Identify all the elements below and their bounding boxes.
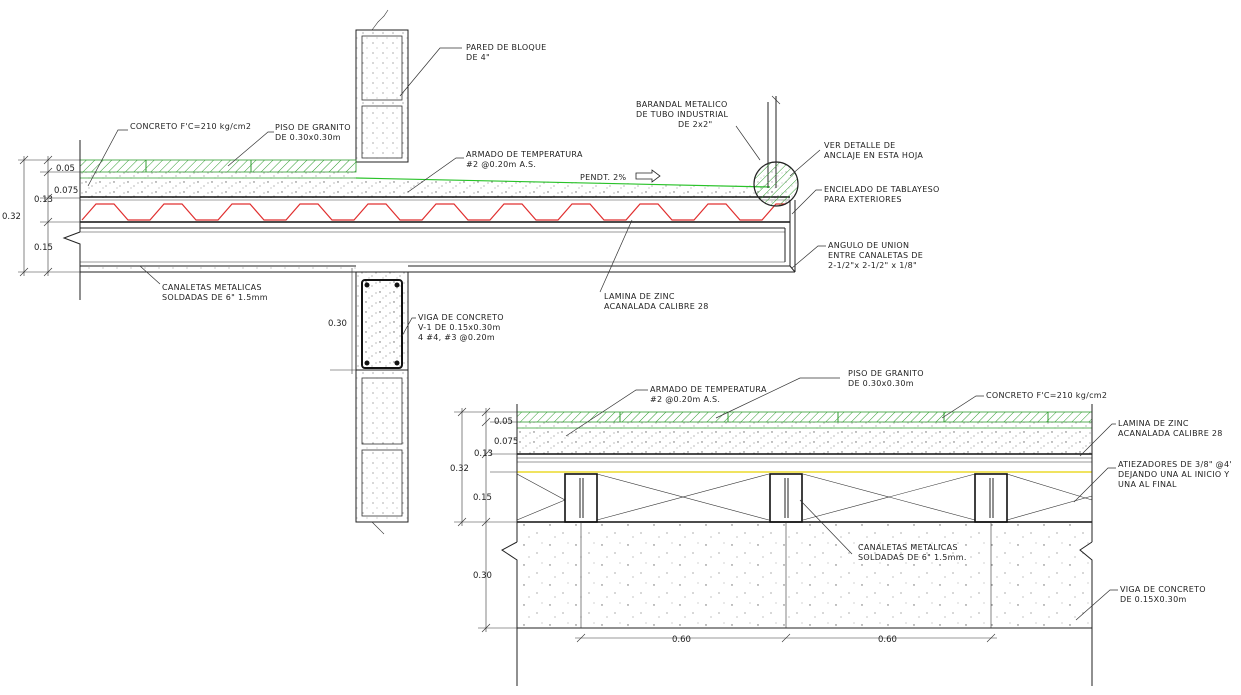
dim-span-1: 0.60 — [672, 635, 691, 645]
label-canaletas-1: CANALETAS METALICAS — [162, 283, 262, 292]
label-canaletas-2: SOLDADAS DE 6" 1.5mm — [162, 293, 268, 302]
dim-005: 0.05 — [56, 164, 75, 174]
zinc-corrugation — [81, 203, 786, 221]
dim-013-b: 0.13 — [474, 449, 493, 459]
label-pendiente: PENDT. 2% — [580, 173, 627, 182]
label-piso-b-2: DE 0.30x0.30m — [848, 379, 914, 388]
concrete-slab-bottom — [517, 422, 1092, 454]
label-viga-b-2: DE 0.15X0.30m — [1120, 595, 1187, 604]
label-piso-2: DE 0.30x0.30m — [275, 133, 341, 142]
label-armado-2: #2 @0.20m A.S. — [466, 160, 536, 169]
dim-013: 0.13 — [34, 195, 53, 205]
label-angulo-3: 2-1/2"x 2-1/2" x 1/8" — [828, 261, 917, 270]
dim-015: 0.15 — [34, 243, 53, 253]
label-armado-b-2: #2 @0.20m A.S. — [650, 395, 720, 404]
label-concreto: CONCRETO F'C=210 kg/cm2 — [130, 122, 251, 131]
block-wall — [355, 9, 409, 535]
dim-005-b: 0.05 — [494, 417, 513, 427]
label-detalle-1: VER DETALLE DE — [824, 141, 896, 150]
label-encielado-1: ENCIELADO DE TABLAYESO — [824, 185, 940, 194]
concrete-beam-v1 — [355, 271, 409, 371]
top-leaders — [87, 47, 826, 337]
label-viga-3: 4 #4, #3 @0.20m — [418, 333, 495, 342]
dim-032-b: 0.32 — [450, 464, 469, 474]
label-barandal-3: DE 2x2" — [678, 120, 712, 129]
label-lamina-2: ACANALADA CALIBRE 28 — [604, 302, 709, 311]
bottom-leaders — [565, 377, 1118, 621]
bottom-section: 0.05 0.075 0.13 0.32 0.15 0.30 0.60 0.60… — [450, 369, 1232, 686]
label-atiezadores-2: DEJANDO UNA AL INICIO Y — [1118, 470, 1230, 479]
dim-span-2: 0.60 — [878, 635, 897, 645]
label-barandal-1: BARANDAL METALICO — [636, 100, 728, 109]
granite-floor-bottom — [516, 411, 1093, 423]
label-viga-2: V-1 DE 0.15x0.30m — [418, 323, 501, 332]
label-pared-2: DE 4" — [466, 53, 490, 62]
dim-0075: 0.075 — [54, 186, 78, 196]
label-barandal-2: DE TUBO INDUSTRIAL — [636, 110, 729, 119]
concrete-slab — [80, 172, 790, 200]
label-armado-1: ARMADO DE TEMPERATURA — [466, 150, 583, 159]
label-angulo-1: ANGULO DE UNION — [828, 241, 909, 250]
label-detalle-2: ANCLAJE EN ESTA HOJA — [824, 151, 923, 160]
label-piso-1: PISO DE GRANITO — [275, 123, 351, 132]
label-viga-1: VIGA DE CONCRETO — [418, 313, 504, 322]
slope-arrow — [635, 169, 661, 183]
label-lamina-1: LAMINA DE ZINC — [604, 292, 675, 301]
dim-030: 0.30 — [328, 319, 347, 329]
label-piso-b-1: PISO DE GRANITO — [848, 369, 924, 378]
dim-032: 0.32 — [2, 212, 21, 222]
label-lamina-b-1: LAMINA DE ZINC — [1118, 419, 1189, 428]
label-atiezadores-1: ATIEZADORES DE 3/8" @4' — [1118, 460, 1232, 469]
label-armado-b-1: ARMADO DE TEMPERATURA — [650, 385, 767, 394]
dim-030-b: 0.30 — [473, 571, 492, 581]
top-section: 0.05 0.075 0.13 0.32 0.15 0.30 PARED DE … — [2, 9, 940, 535]
top-dimensions — [18, 155, 356, 374]
label-concreto-b: CONCRETO F'C=210 kg/cm2 — [986, 391, 1107, 400]
concrete-beam-bottom — [517, 524, 1092, 628]
label-atiezadores-3: UNA AL FINAL — [1118, 480, 1177, 489]
label-canaletas-b-2: SOLDADAS DE 6" 1.5mm. — [858, 553, 967, 562]
label-viga-b-1: VIGA DE CONCRETO — [1120, 585, 1206, 594]
slope-line — [355, 177, 771, 188]
label-pared-1: PARED DE BLOQUE — [466, 43, 547, 52]
label-encielado-2: PARA EXTERIORES — [824, 195, 902, 204]
label-lamina-b-2: ACANALADA CALIBRE 28 — [1118, 429, 1223, 438]
x-bracing — [516, 473, 1093, 521]
label-angulo-2: ENTRE CANALETAS DE — [828, 251, 923, 260]
dim-015-b: 0.15 — [473, 493, 492, 503]
granite-floor — [79, 159, 357, 173]
dim-0075-b: 0.075 — [494, 437, 518, 447]
label-canaletas-b-1: CANALETAS METALICAS — [858, 543, 958, 552]
bottom-dimensions — [454, 407, 997, 643]
metal-channels — [564, 473, 1008, 523]
